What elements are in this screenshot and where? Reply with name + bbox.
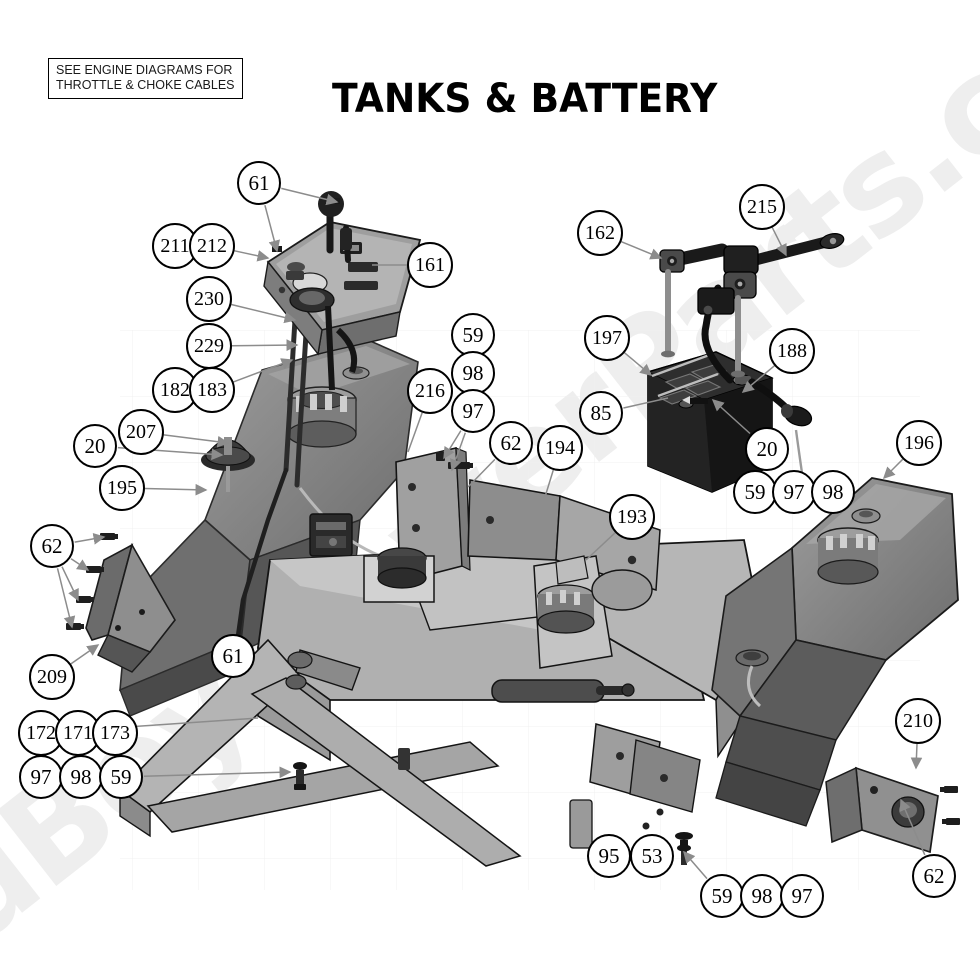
callout-label: 98	[822, 479, 844, 504]
battery-assembly	[646, 284, 813, 493]
callout-161[interactable]: 161	[407, 242, 453, 288]
callout-label: 59	[462, 322, 484, 347]
callout-label: 97	[791, 883, 813, 908]
bolt-stack-bottom	[675, 832, 693, 865]
callout-97[interactable]: 97	[772, 470, 816, 514]
callout-85[interactable]: 85	[579, 391, 623, 435]
callout-label: 195	[107, 476, 137, 499]
callout-197[interactable]: 197	[584, 315, 630, 361]
solenoid-box	[697, 287, 735, 315]
callout-62[interactable]: 62	[30, 524, 74, 568]
callout-193[interactable]: 193	[609, 494, 655, 540]
callout-label: 209	[37, 665, 67, 688]
callout-209[interactable]: 209	[29, 654, 75, 700]
pivot-block-left	[659, 249, 685, 273]
callout-162[interactable]: 162	[577, 210, 623, 256]
callout-53[interactable]: 53	[630, 834, 674, 878]
callout-210[interactable]: 210	[895, 698, 941, 744]
callout-label: 59	[110, 764, 132, 789]
callout-label: 171	[63, 721, 93, 744]
callout-label: 62	[923, 863, 945, 888]
callout-label: 194	[545, 436, 575, 459]
callout-173[interactable]: 173	[92, 710, 138, 756]
callout-label: 215	[747, 195, 777, 218]
callout-label: 98	[751, 883, 773, 908]
callout-61[interactable]: 61	[237, 161, 281, 205]
callout-label: 97	[30, 764, 52, 789]
callout-label: 95	[598, 843, 620, 868]
callout-label: 20	[84, 433, 106, 458]
callout-216[interactable]: 216	[407, 368, 453, 414]
right-tank-filler-neck	[817, 527, 879, 585]
callout-label: 161	[415, 253, 445, 276]
callout-195[interactable]: 195	[99, 465, 145, 511]
callout-label: 197	[592, 326, 622, 349]
callout-label: 173	[100, 721, 130, 744]
callout-215[interactable]: 215	[739, 184, 785, 230]
callout-97[interactable]: 97	[451, 389, 495, 433]
callout-20[interactable]: 20	[73, 424, 117, 468]
control-arm-assembly	[659, 233, 845, 378]
engine-diagram-note: SEE ENGINE DIAGRAMS FOR THROTTLE & CHOKE…	[48, 58, 243, 99]
callout-212[interactable]: 212	[189, 223, 235, 269]
callout-label: 210	[903, 709, 933, 732]
callout-207[interactable]: 207	[118, 409, 164, 455]
callout-label: 229	[194, 334, 224, 357]
callout-label: 193	[617, 505, 647, 528]
callout-97[interactable]: 97	[780, 874, 824, 918]
center-filler-neck	[377, 547, 427, 589]
callout-194[interactable]: 194	[537, 425, 583, 471]
callout-label: 53	[641, 843, 663, 868]
callout-label: 196	[904, 431, 934, 454]
right-guard-210	[825, 766, 960, 854]
callout-98[interactable]: 98	[811, 470, 855, 514]
callout-label: 97	[462, 398, 484, 423]
callout-label: 207	[126, 420, 156, 443]
callout-97[interactable]: 97	[19, 755, 63, 799]
callout-20[interactable]: 20	[745, 427, 789, 471]
right-center-filler-neck	[537, 584, 595, 634]
callout-62[interactable]: 62	[489, 421, 533, 465]
note-line-2: THROTTLE & CHOKE CABLES	[56, 78, 235, 92]
callout-label: 59	[711, 883, 733, 908]
callout-label: 162	[585, 221, 615, 244]
callout-59[interactable]: 59	[99, 755, 143, 799]
callout-196[interactable]: 196	[896, 420, 942, 466]
callout-label: 59	[744, 479, 766, 504]
callout-label: 98	[462, 360, 484, 385]
callout-label: 188	[777, 339, 807, 362]
callout-98[interactable]: 98	[59, 755, 103, 799]
callout-229[interactable]: 229	[186, 323, 232, 369]
callout-label: 172	[26, 721, 56, 744]
callout-label: 216	[415, 379, 445, 402]
fuel-pump-216	[309, 513, 353, 557]
callout-label: 97	[783, 479, 805, 504]
callout-230[interactable]: 230	[186, 276, 232, 322]
callout-label: 182	[160, 378, 190, 401]
callout-label: 61	[222, 643, 244, 668]
callout-label: 61	[248, 170, 270, 195]
callout-label: 98	[70, 764, 92, 789]
callout-label: 62	[500, 430, 522, 455]
page-title: TANKS & BATTERY	[332, 76, 718, 122]
callout-188[interactable]: 188	[769, 328, 815, 374]
callout-label: 20	[756, 436, 778, 461]
callout-62[interactable]: 62	[912, 854, 956, 898]
callout-label: 62	[41, 533, 63, 558]
note-line-1: SEE ENGINE DIAGRAMS FOR	[56, 63, 233, 77]
callout-label: 183	[197, 378, 227, 401]
callout-label: 212	[197, 234, 227, 257]
callout-label: 211	[160, 234, 190, 257]
callout-98[interactable]: 98	[740, 874, 784, 918]
callout-label: 85	[590, 400, 612, 425]
callout-95[interactable]: 95	[587, 834, 631, 878]
callout-59[interactable]: 59	[700, 874, 744, 918]
callout-183[interactable]: 183	[189, 367, 235, 413]
callout-label: 230	[194, 287, 224, 310]
callout-61[interactable]: 61	[211, 634, 255, 678]
callout-59[interactable]: 59	[733, 470, 777, 514]
